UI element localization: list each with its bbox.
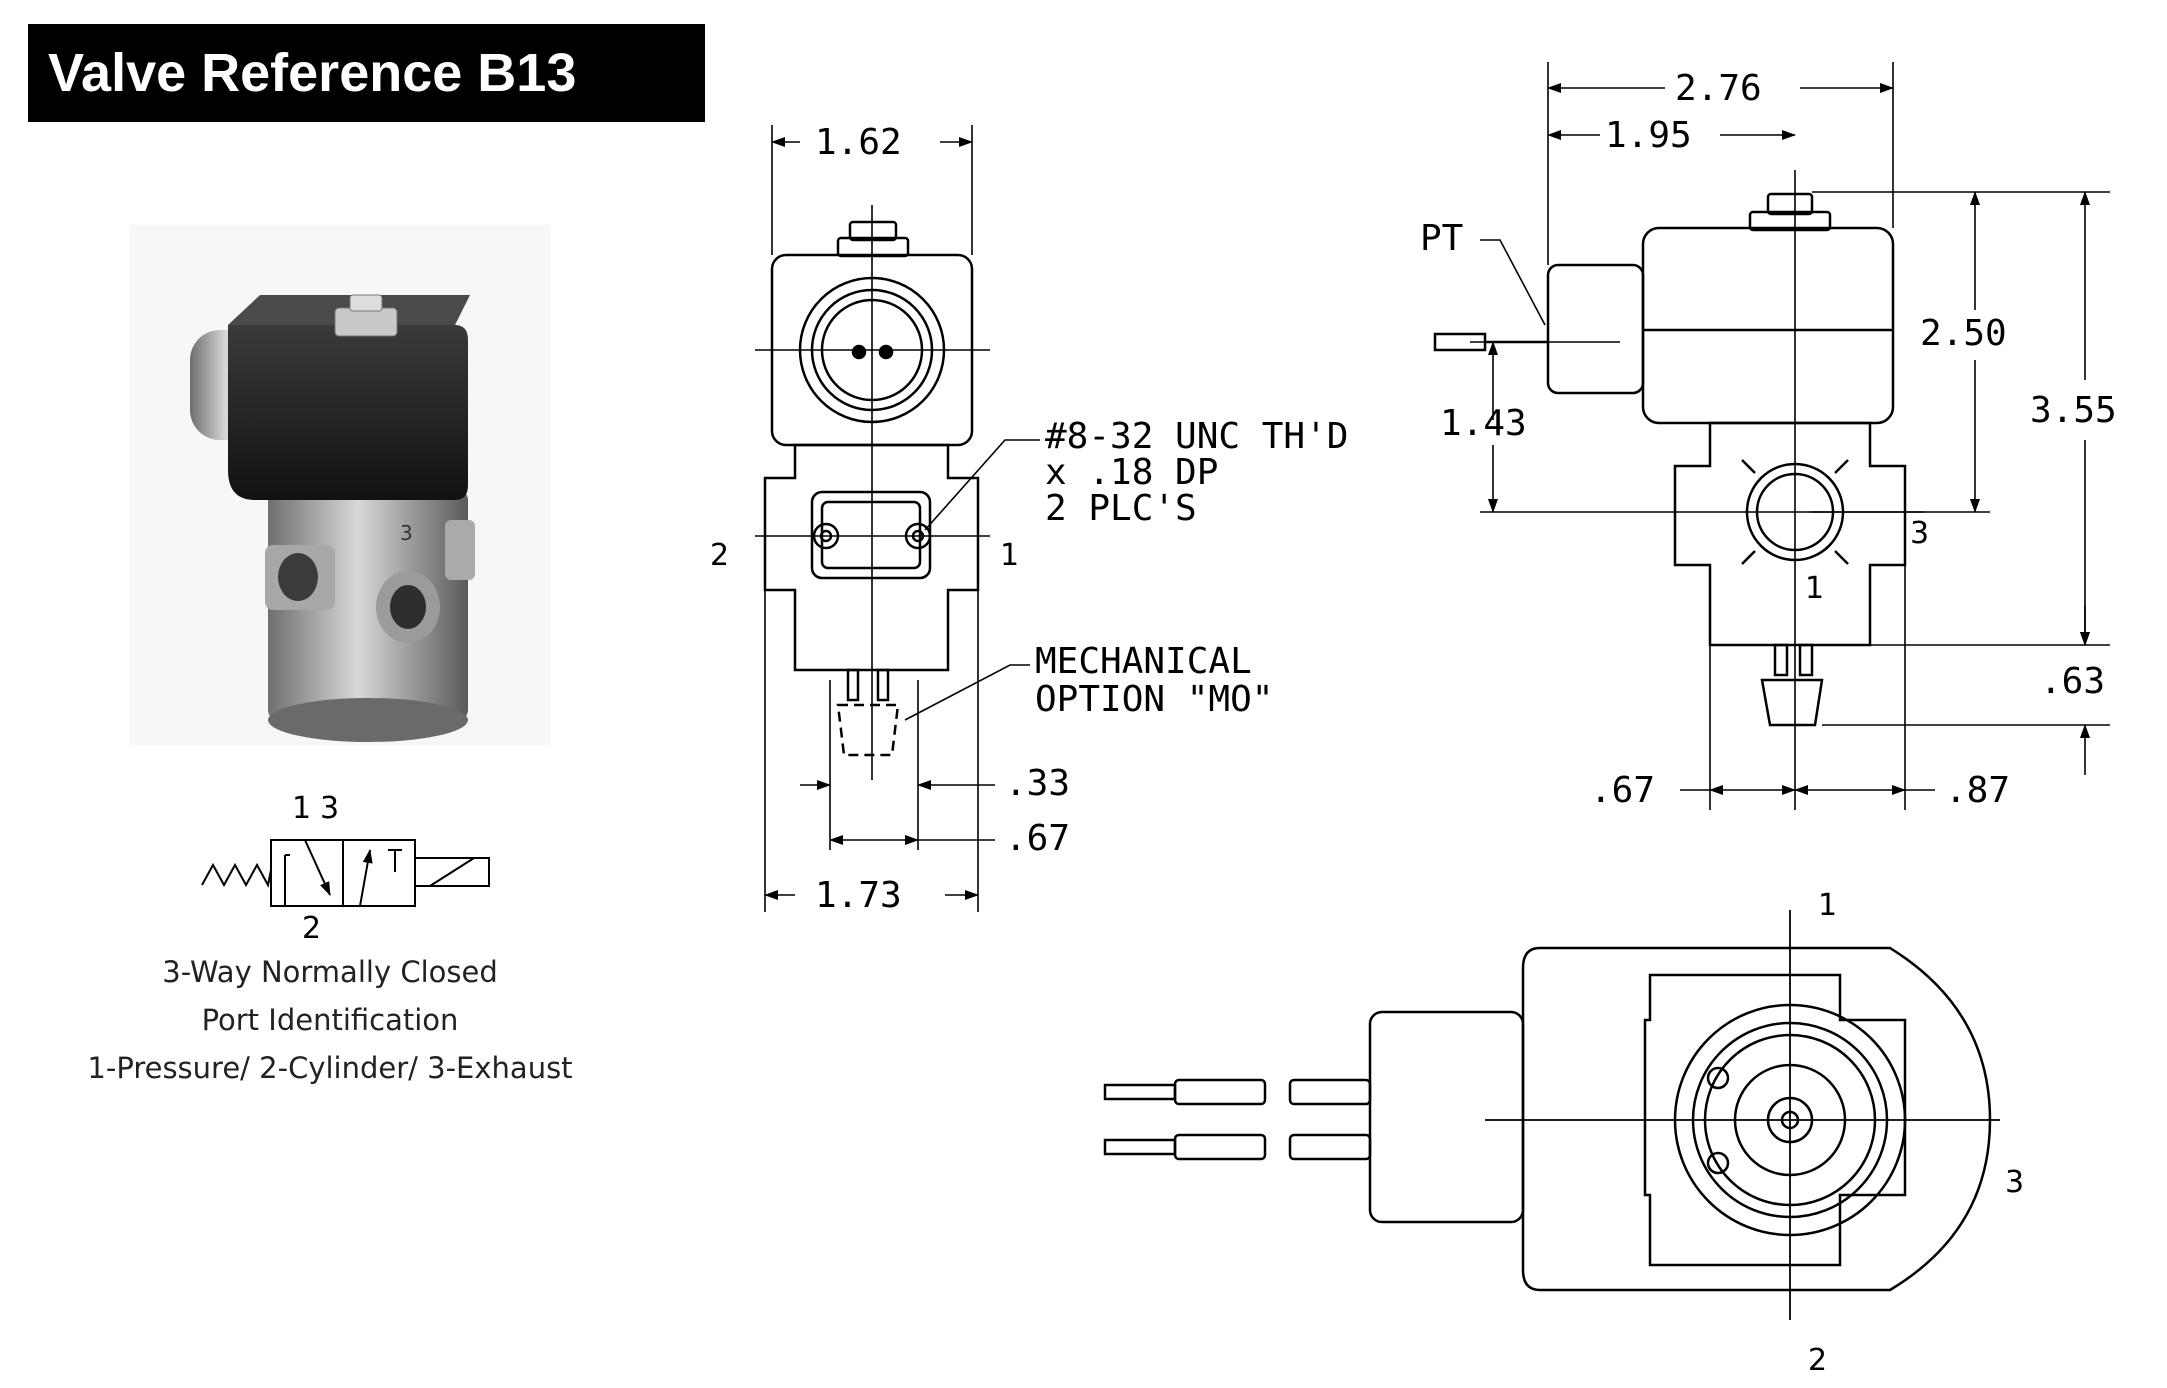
front-view-dimensions	[755, 125, 1040, 912]
front-port-1: 1	[1000, 538, 1019, 573]
page-title: Valve Reference B13	[28, 24, 705, 122]
bottom-view-centerlines	[1485, 910, 2000, 1320]
dim-front-0-33: .33	[1005, 763, 1070, 804]
thread-note-line-3: 2 PLC'S	[1045, 488, 1197, 529]
side-port-1: 1	[1805, 571, 1824, 606]
dim-side-0-63: .63	[2040, 661, 2105, 702]
valve-photo: 3	[130, 225, 550, 745]
thread-note-line-1: #8-32 UNC TH'D	[1045, 416, 1348, 457]
option-note-line-2: OPTION "MO"	[1035, 679, 1273, 720]
valve-symbol	[201, 839, 490, 907]
bottom-port-1: 1	[1818, 888, 1837, 923]
caption-port-legend: 1-Pressure/ 2-Cylinder/ 3-Exhaust	[87, 1051, 573, 1085]
symbol-port-1: 1	[292, 791, 311, 826]
side-port-3: 3	[1910, 516, 1929, 551]
thread-note-line-2: x .18 DP	[1045, 452, 1218, 493]
option-note-line-1: MECHANICAL	[1035, 641, 1252, 682]
bottom-view	[1103, 946, 1992, 1292]
caption-port-identification: Port Identification	[201, 1003, 459, 1037]
bottom-port-2: 2	[1808, 1343, 1827, 1378]
dim-front-0-67: .67	[1005, 818, 1070, 859]
dim-side-0-67: .67	[1590, 770, 1655, 811]
symbol-port-3: 3	[320, 791, 339, 826]
dim-side-2-76: 2.76	[1675, 68, 1762, 109]
bottom-port-3: 3	[2005, 1165, 2024, 1200]
dim-side-0-87: .87	[1945, 770, 2010, 811]
symbol-port-2: 2	[302, 911, 321, 946]
side-view-dimensions	[1470, 62, 2110, 810]
dim-side-1-43: 1.43	[1440, 403, 1527, 444]
dim-side-1-95: 1.95	[1605, 115, 1692, 156]
caption-valve-type: 3-Way Normally Closed	[162, 955, 498, 989]
svg-text:3: 3	[400, 521, 413, 545]
side-view	[1433, 192, 1907, 727]
pt-label: PT	[1420, 218, 1463, 259]
dim-front-width-1-62: 1.62	[815, 122, 902, 163]
dim-side-2-50: 2.50	[1920, 313, 2007, 354]
dim-front-width-1-73: 1.73	[815, 875, 902, 916]
front-port-2: 2	[710, 538, 729, 573]
dim-side-3-55: 3.55	[2030, 390, 2117, 431]
